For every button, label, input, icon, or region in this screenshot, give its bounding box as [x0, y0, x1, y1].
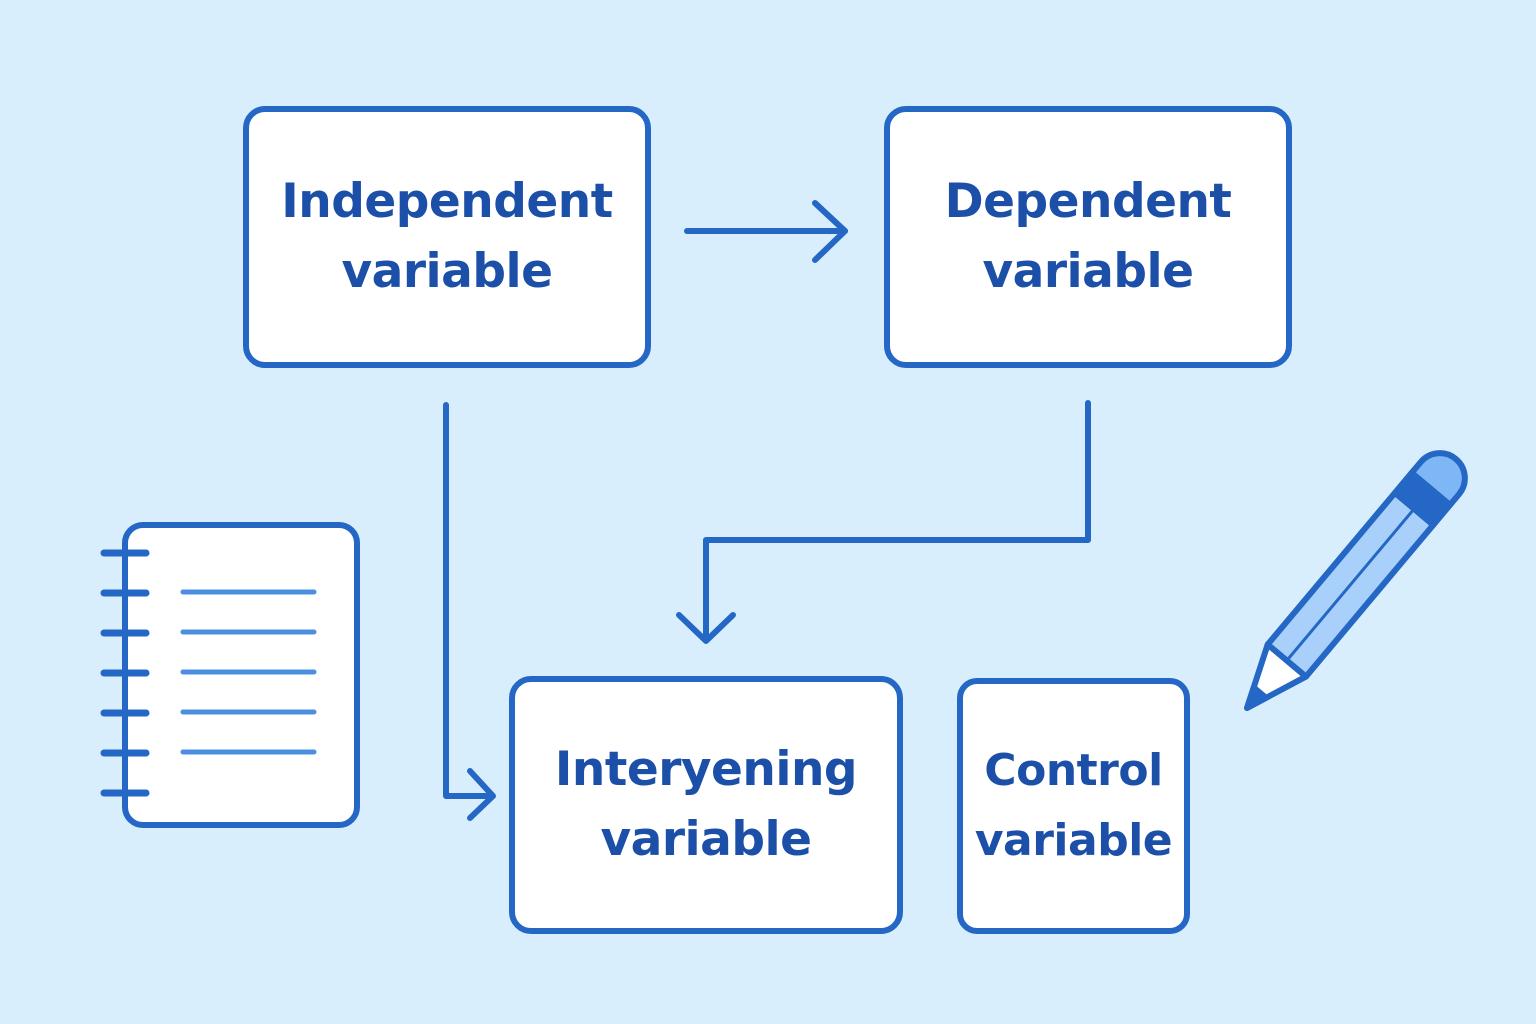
independent-variable-box: Independent variable: [243, 106, 651, 368]
intervening-variable-label: Interyening variable: [554, 735, 858, 875]
independent-variable-line2: variable: [341, 244, 554, 299]
intervening-variable-box: Interyening variable: [509, 676, 903, 934]
dependent-variable-box: Dependent variable: [884, 106, 1292, 368]
control-variable-line2: variable: [974, 815, 1173, 866]
dependent-variable-line1: Dependent: [944, 174, 1232, 229]
pencil-icon: [1244, 450, 1468, 711]
control-variable-line1: Control: [984, 745, 1163, 796]
intervening-variable-line2: variable: [600, 812, 812, 867]
intervening-variable-line1: Interyening: [554, 742, 858, 797]
edge-independent-to-dependent: [684, 200, 848, 263]
independent-variable-line1: Independent: [281, 174, 613, 229]
independent-variable-label: Independent variable: [281, 167, 613, 307]
notepad-icon: [100, 522, 360, 828]
control-variable-box: Control variable: [957, 678, 1190, 934]
dependent-variable-label: Dependent variable: [945, 167, 1232, 307]
control-variable-label: Control variable: [974, 736, 1173, 876]
edge-dependent-to-intervening: [676, 400, 1091, 644]
edge-independent-to-intervening: [443, 402, 496, 821]
dependent-variable-line2: variable: [982, 244, 1194, 299]
